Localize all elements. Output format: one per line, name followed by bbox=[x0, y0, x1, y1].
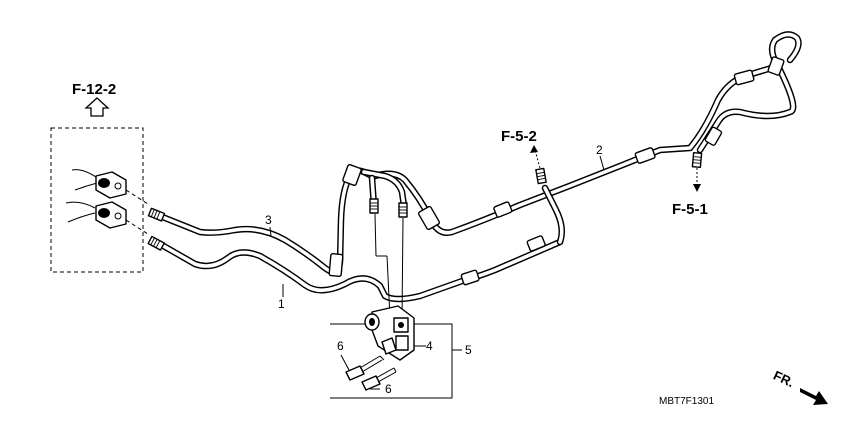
fr-label: FR. bbox=[771, 368, 796, 390]
master-cylinder-connector-group bbox=[50, 127, 149, 273]
brake-pipe-branch bbox=[541, 184, 566, 246]
brake-pipe-1 bbox=[156, 238, 564, 303]
ref-f5-2-label: F-5-2 bbox=[501, 128, 537, 145]
brake-pipe-centre-arch bbox=[360, 168, 408, 210]
part-3-label: 3 bbox=[265, 213, 272, 227]
up-arrow-icon bbox=[84, 97, 110, 117]
flare-nut-fittings bbox=[147, 151, 703, 251]
dashed-reference-box bbox=[50, 127, 144, 273]
bolt-6a-icon bbox=[345, 355, 385, 381]
brake-pipe-2 bbox=[371, 31, 802, 236]
front-arrow-icon bbox=[800, 388, 828, 405]
bolt-6b-icon bbox=[361, 367, 397, 391]
arrow-up-icon bbox=[530, 145, 538, 153]
part-4-label: 4 bbox=[426, 339, 433, 353]
part-1-label: 1 bbox=[278, 297, 285, 311]
banjo-fitting-upper-icon bbox=[95, 171, 127, 199]
ref-f12-2-label: F-12-2 bbox=[72, 81, 116, 98]
banjo-fitting-lower-icon bbox=[95, 201, 127, 229]
part-6b-label: 6 bbox=[385, 382, 392, 396]
arrow-down-icon bbox=[693, 184, 701, 192]
part-6a-label: 6 bbox=[337, 339, 344, 353]
f5-2-leader-line bbox=[534, 149, 541, 169]
part-2-label: 2 bbox=[596, 143, 603, 157]
ref-f5-1-label: F-5-1 bbox=[672, 201, 708, 218]
pipe-protector-sleeves bbox=[328, 56, 785, 286]
drawing-code: MBT7F1301 bbox=[659, 396, 714, 407]
front-direction-indicator: FR. bbox=[771, 368, 828, 405]
part-5-label: 5 bbox=[465, 343, 472, 357]
three-way-joint-icon bbox=[364, 305, 415, 361]
